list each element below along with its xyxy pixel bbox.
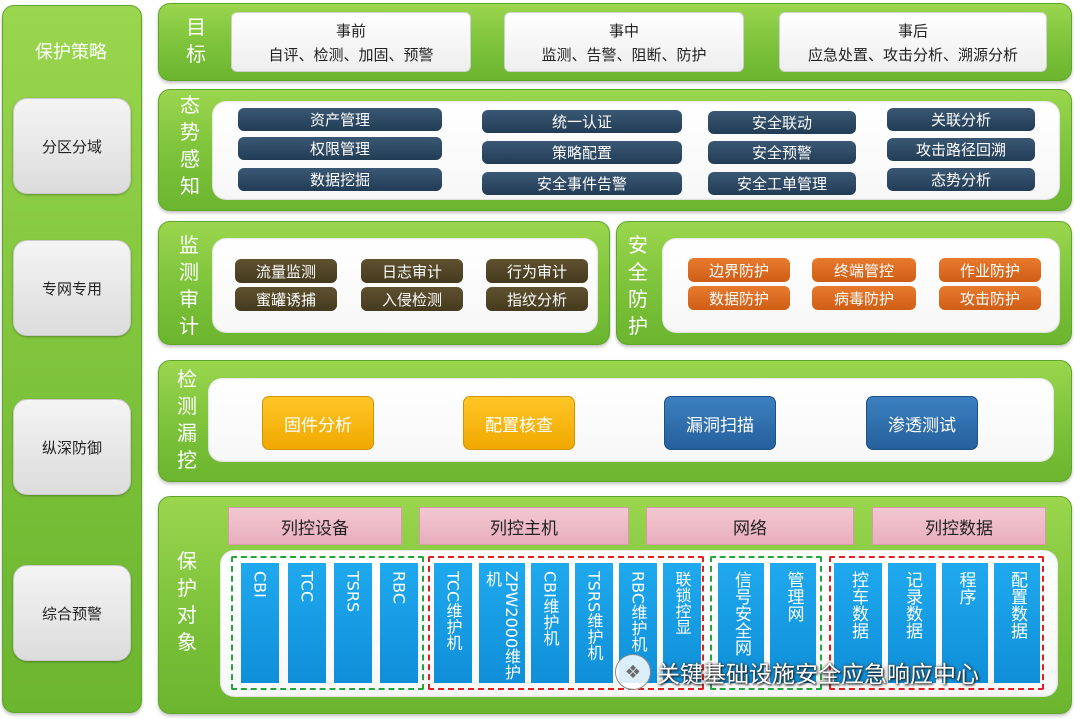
awareness-item-permission-mgmt: 权限管理 <box>238 137 442 160</box>
audit-item-fingerprint-analysis: 指纹分析 <box>486 287 588 311</box>
object-col-record-data: 记录数据 <box>888 563 936 683</box>
scan-item-vuln-scan: 漏洞扫描 <box>664 396 776 450</box>
awareness-item-security-linkage: 安全联动 <box>708 111 856 134</box>
defense-item-operation: 作业防护 <box>939 258 1041 282</box>
object-col-rbc: RBC <box>380 563 418 683</box>
wechat-icon: ❖ <box>615 654 651 690</box>
object-col-tcc-maint-label: TCC维护机 <box>443 571 463 651</box>
device-group-frame <box>231 556 424 690</box>
strategy-item-defense-in-depth: 纵深防御 <box>13 399 131 495</box>
goal-after-box: 事后 应急处置、攻击分析、溯源分析 <box>779 12 1047 72</box>
object-col-tsrs-label: TSRS <box>343 571 363 613</box>
group-header-network: 网络 <box>646 507 854 545</box>
defense-item-attack: 攻击防护 <box>939 286 1041 310</box>
object-col-cbi-label: CBI <box>250 571 270 598</box>
defense-label: 安全防护 <box>628 233 648 338</box>
object-col-tsrs-maint-label: TSRS维护机 <box>584 571 604 661</box>
strategy-item-dedicated-network: 专网专用 <box>13 240 131 336</box>
object-col-interlock-display-label: 联锁控显 <box>672 571 692 635</box>
awareness-item-situation-analysis: 态势分析 <box>887 168 1035 191</box>
scan-label: 检测漏挖 <box>177 367 197 472</box>
awareness-item-security-event-alert: 安全事件告警 <box>482 172 682 195</box>
awareness-item-security-warning: 安全预警 <box>708 141 856 164</box>
object-col-record-data-label: 记录数据 <box>902 571 922 639</box>
audit-inner <box>212 238 598 333</box>
defense-inner <box>662 238 1060 333</box>
object-col-cbi: CBI <box>241 563 279 683</box>
group-header-host: 列控主机 <box>419 507 629 545</box>
goal-before-title: 事前 <box>335 22 366 40</box>
objects-label: 保护对象 <box>177 549 197 654</box>
defense-item-boundary: 边界防护 <box>688 258 790 282</box>
awareness-item-asset-mgmt: 资产管理 <box>238 108 442 131</box>
watermark: ❖ 关键基础设施安全应急响应中心 <box>615 652 979 692</box>
object-col-tsrs: TSRS <box>334 563 372 683</box>
awareness-item-data-mining: 数据挖掘 <box>238 168 442 191</box>
object-col-config-data-label: 配置数据 <box>1007 571 1027 639</box>
scan-item-config-check: 配置核查 <box>463 396 575 450</box>
awareness-item-attack-path-trace: 攻击路径回溯 <box>887 138 1035 161</box>
object-col-rbc-maint-label: RBC维护机 <box>628 571 648 652</box>
audit-item-behavior-audit: 行为审计 <box>486 259 588 283</box>
goal-during-title: 事中 <box>608 22 639 40</box>
group-header-device: 列控设备 <box>228 507 402 545</box>
awareness-label: 态势感知 <box>180 93 200 198</box>
object-col-tcc-label: TCC <box>297 571 317 603</box>
audit-item-traffic-monitoring: 流量监测 <box>235 259 337 283</box>
object-col-program: 程序 <box>942 563 988 683</box>
audit-item-log-audit: 日志审计 <box>361 259 463 283</box>
audit-item-honeypot: 蜜罐诱捕 <box>235 287 337 311</box>
audit-label: 监测审计 <box>179 233 199 338</box>
object-col-interlock-display: 联锁控显 <box>663 563 701 683</box>
scan-item-pentest: 渗透测试 <box>866 396 978 450</box>
object-col-tcc-maint: TCC维护机 <box>434 563 472 683</box>
object-col-config-data: 配置数据 <box>994 563 1040 683</box>
awareness-item-unified-auth: 统一认证 <box>482 110 682 133</box>
group-header-data: 列控数据 <box>872 507 1046 545</box>
awareness-item-correlation-analysis: 关联分析 <box>887 108 1035 131</box>
audit-item-intrusion-detection: 入侵检测 <box>361 287 463 311</box>
object-col-zpw2000-maint: ZPW2000维护机 <box>479 563 525 683</box>
object-col-program-label: 程序 <box>955 571 976 605</box>
strategy-title: 保护策略 <box>35 42 107 63</box>
defense-item-data: 数据防护 <box>688 286 790 310</box>
object-col-mgmt-net: 管理网 <box>770 563 816 683</box>
goal-after-title: 事后 <box>897 22 928 40</box>
object-col-signal-safety-net: 信号安全网 <box>718 563 764 683</box>
defense-item-virus: 病毒防护 <box>812 286 916 310</box>
goal-after-detail: 应急处置、攻击分析、溯源分析 <box>807 46 1018 64</box>
goal-label: 目标 <box>186 15 206 66</box>
goal-during-box: 事中 监测、告警、阻断、防护 <box>504 12 744 72</box>
scan-item-firmware-analysis: 固件分析 <box>262 396 374 450</box>
object-col-tsrs-maint: TSRS维护机 <box>575 563 613 683</box>
object-col-train-control-data-label: 控车数据 <box>848 571 868 639</box>
object-col-train-control-data: 控车数据 <box>834 563 882 683</box>
data-group-frame <box>829 556 1044 690</box>
defense-item-terminal-control: 终端管控 <box>812 258 916 282</box>
object-col-cbi-maint-label: CBI维护机 <box>540 571 560 646</box>
strategy-item-zoning: 分区分域 <box>13 98 131 194</box>
goal-during-detail: 监测、告警、阻断、防护 <box>541 46 707 64</box>
object-col-signal-safety-net-label: 信号安全网 <box>731 571 751 656</box>
goal-before-detail: 自评、检测、加固、预警 <box>268 46 434 64</box>
awareness-item-security-ticket-mgmt: 安全工单管理 <box>708 172 856 195</box>
object-col-cbi-maint: CBI维护机 <box>531 563 569 683</box>
object-col-mgmt-net-label: 管理网 <box>783 571 804 622</box>
awareness-item-policy-config: 策略配置 <box>482 141 682 164</box>
network-group-frame <box>710 556 822 690</box>
strategy-item-early-warning: 综合预警 <box>13 565 131 661</box>
goal-before-box: 事前 自评、检测、加固、预警 <box>231 12 471 72</box>
object-col-tcc: TCC <box>288 563 326 683</box>
object-col-rbc-label: RBC <box>389 571 409 604</box>
host-group-frame <box>428 556 704 690</box>
watermark-text: 关键基础设施安全应急响应中心 <box>657 662 979 688</box>
object-col-zpw2000-maint-label: ZPW2000维护机 <box>483 571 521 681</box>
